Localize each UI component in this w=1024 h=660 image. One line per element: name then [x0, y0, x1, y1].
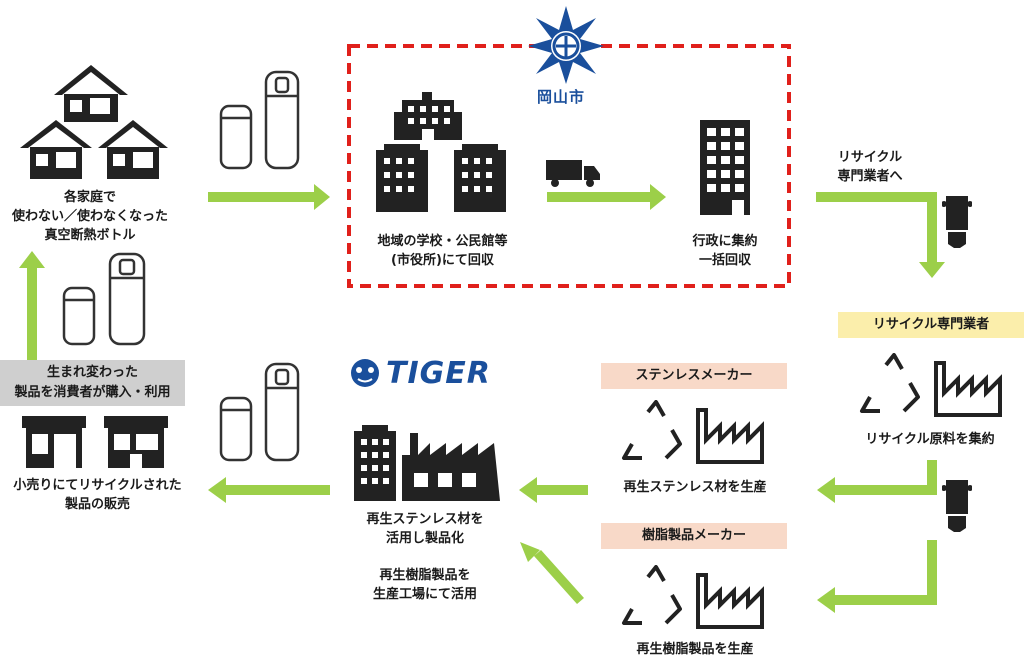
- truck-icon-vertical-2: [942, 480, 972, 532]
- tiger-line2: 活用し製品化: [385, 531, 464, 546]
- households-line3: 真空断熱ボトル: [44, 228, 136, 243]
- thermos-bottles-icon: [219, 70, 300, 170]
- households-text: 各家庭で 使わない／使わなくなった 真空断熱ボトル: [0, 188, 180, 245]
- stainless-caption: 再生ステンレス材を生産: [623, 480, 767, 495]
- tiger-face-icon: [351, 359, 379, 387]
- recycled-bottles-icon: [219, 362, 300, 462]
- arrow-to-recycler: [816, 192, 945, 278]
- truck-icon: [546, 160, 600, 187]
- tiger-production-text: 再生ステンレス材を 活用し製品化: [345, 510, 505, 548]
- admin-text: 行政に集約 一括回収: [665, 232, 785, 270]
- admin-line1: 行政に集約: [692, 234, 758, 249]
- consumer-bottles-icon: [62, 252, 146, 346]
- houses-icon: [20, 65, 168, 179]
- arrow-resin-to-tiger: [520, 542, 584, 604]
- arrow-recycler-to-resin: [817, 540, 937, 613]
- stainless-title: ステンレスメーカー: [601, 363, 787, 389]
- reborn-line2: 製品を消費者が購入・利用: [14, 385, 171, 400]
- arrow-stainless-to-tiger: [519, 477, 588, 503]
- tiger-line3: 再生樹脂製品を: [379, 568, 471, 583]
- recycle-factory-icon-stainless: [622, 400, 764, 464]
- recycle-factory-icon-resin: [622, 565, 764, 629]
- to-recycler-line2: 専門業者へ: [837, 169, 903, 184]
- arrow-schools-to-admin: [547, 184, 666, 210]
- schools-line1: 地域の学校・公民館等: [377, 234, 508, 249]
- tiger-logo: TIGER: [348, 355, 491, 391]
- schools-text: 地域の学校・公民館等 (市役所)にて回収: [360, 232, 525, 270]
- admin-line2: 一括回収: [698, 253, 751, 268]
- resin-title: 樹脂製品メーカー: [601, 523, 787, 549]
- tiger-logo-text: TIGER: [386, 355, 491, 391]
- arrow-recycler-to-stainless: [817, 460, 937, 503]
- public-buildings-icon: [376, 92, 506, 212]
- arrow-tiger-to-retail: [208, 477, 330, 503]
- tiger-line4: 生産工場にて活用: [372, 587, 477, 602]
- truck-icon-vertical-1: [942, 196, 972, 248]
- households-line2: 使わない／使わなくなった: [11, 209, 168, 224]
- households-line1: 各家庭で: [63, 190, 116, 205]
- schools-line2: (市役所)にて回収: [391, 253, 494, 268]
- recycler-caption: リサイクル原料を集約: [865, 432, 995, 447]
- recycle-factory-icon-recycler: [860, 353, 1002, 417]
- admin-building-icon: [700, 120, 750, 215]
- reborn-line1: 生まれ変わった: [46, 365, 138, 380]
- recycler-title: リサイクル専門業者: [838, 312, 1024, 338]
- to-recycler-text: リサイクル 専門業者へ: [815, 148, 925, 186]
- retail-text: 小売りにてリサイクルされた 製品の販売: [0, 476, 195, 514]
- retail-line1: 小売りにてリサイクルされた: [13, 478, 182, 493]
- city-name: 岡山市: [537, 88, 586, 106]
- retail-shops-icon: [22, 416, 168, 468]
- tiger-factory-icon: [354, 425, 500, 501]
- arrow-retail-to-households: [19, 251, 45, 360]
- arrow-households-to-city: [208, 184, 330, 210]
- resin-caption: 再生樹脂製品を生産: [636, 642, 754, 657]
- tiger-line1: 再生ステンレス材を: [366, 512, 484, 527]
- reborn-box: 生まれ変わった 製品を消費者が購入・利用: [0, 360, 185, 406]
- tiger-resin-text: 再生樹脂製品を 生産工場にて活用: [345, 566, 505, 604]
- to-recycler-line1: リサイクル: [837, 150, 903, 165]
- okayama-city-emblem-icon: [528, 6, 604, 84]
- retail-line2: 製品の販売: [64, 497, 130, 512]
